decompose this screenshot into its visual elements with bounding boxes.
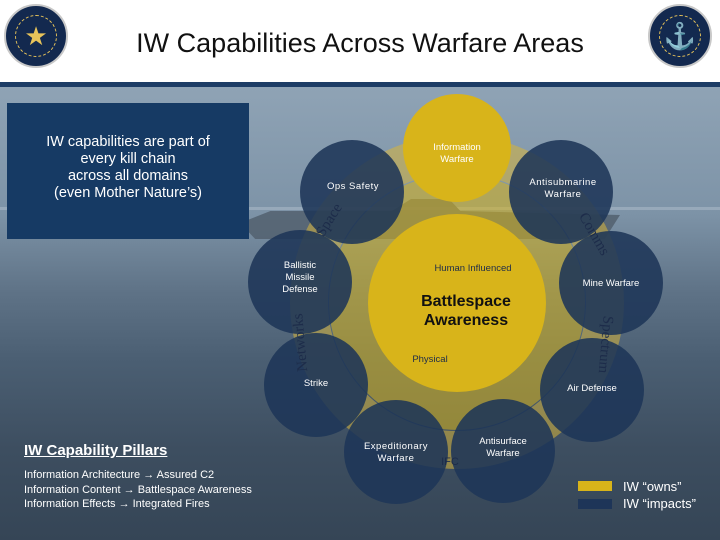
- capability-pillars: IW Capability Pillars Information Archit…: [24, 442, 252, 512]
- label-physical: Physical: [412, 354, 448, 365]
- circle-strike: [264, 333, 368, 437]
- header: ★ IW Capabilities Across Warfare Areas ⚓: [0, 0, 720, 95]
- label-strike: Strike: [303, 378, 329, 389]
- page-title: IW Capabilities Across Warfare Areas: [136, 28, 584, 58]
- pillar-row: Information Architecture → Assured C2: [24, 469, 215, 481]
- pillars-heading: IW Capability Pillars: [24, 442, 168, 459]
- center-circle: [368, 214, 546, 392]
- circle-mine-warfare: [559, 231, 663, 335]
- label-air-defense: Air Defense: [567, 383, 617, 394]
- circle-information-warfare: [403, 94, 511, 202]
- legend-swatches: [578, 481, 612, 517]
- battlespace-awareness-title: Battlespace Awareness: [421, 293, 511, 329]
- circle-antisubmarine: [509, 140, 613, 244]
- callout-line: (even Mother Nature’s): [53, 185, 203, 201]
- navy-seal-left-icon: ★: [4, 4, 68, 68]
- circle-expeditionary: [344, 400, 448, 504]
- label-antisurface-warfare: Antisurface Warfare: [479, 436, 527, 459]
- pillar-row: Information Effects → Integrated Fires: [24, 498, 210, 510]
- label-antisubmarine-warfare: Antisubmarine Warfare: [529, 177, 597, 200]
- legend-impacts: IW “impacts”: [623, 496, 696, 511]
- circle-antisurface: [451, 399, 555, 503]
- command-seal-right-icon: ⚓: [648, 4, 712, 68]
- label-ballistic-missile-defense: Ballistic Missile Defense: [282, 260, 318, 295]
- title-rule: [0, 82, 720, 87]
- label-human-influenced: Human Influenced: [434, 263, 512, 274]
- label-ifc: IFC: [441, 456, 459, 468]
- circle-ops-safety: [300, 140, 404, 244]
- label-information-warfare: Information Warfare: [433, 142, 481, 165]
- legend-owns: IW “owns”: [623, 479, 682, 494]
- label-expeditionary-warfare: Expeditionary Warfare: [363, 441, 429, 464]
- callout-box: IW capabilities are part of every kill c…: [7, 103, 249, 239]
- circle-air-defense: [540, 338, 644, 442]
- label-ops-safety: Ops Safety: [327, 181, 379, 192]
- callout-line: across all domains: [67, 168, 189, 184]
- callout-line: IW capabilities are part of: [46, 134, 210, 150]
- label-mine-warfare: Mine Warfare: [582, 278, 640, 289]
- legend-gold-swatch: [578, 481, 612, 491]
- legend-navy-swatch: [578, 499, 612, 509]
- circle-ballistic-missile: [248, 230, 352, 334]
- pillar-row: Information Content → Battlespace Awaren…: [24, 483, 252, 496]
- callout-line: every kill chain: [80, 151, 176, 167]
- legend-labels: IW “owns” IW “impacts”: [623, 478, 696, 512]
